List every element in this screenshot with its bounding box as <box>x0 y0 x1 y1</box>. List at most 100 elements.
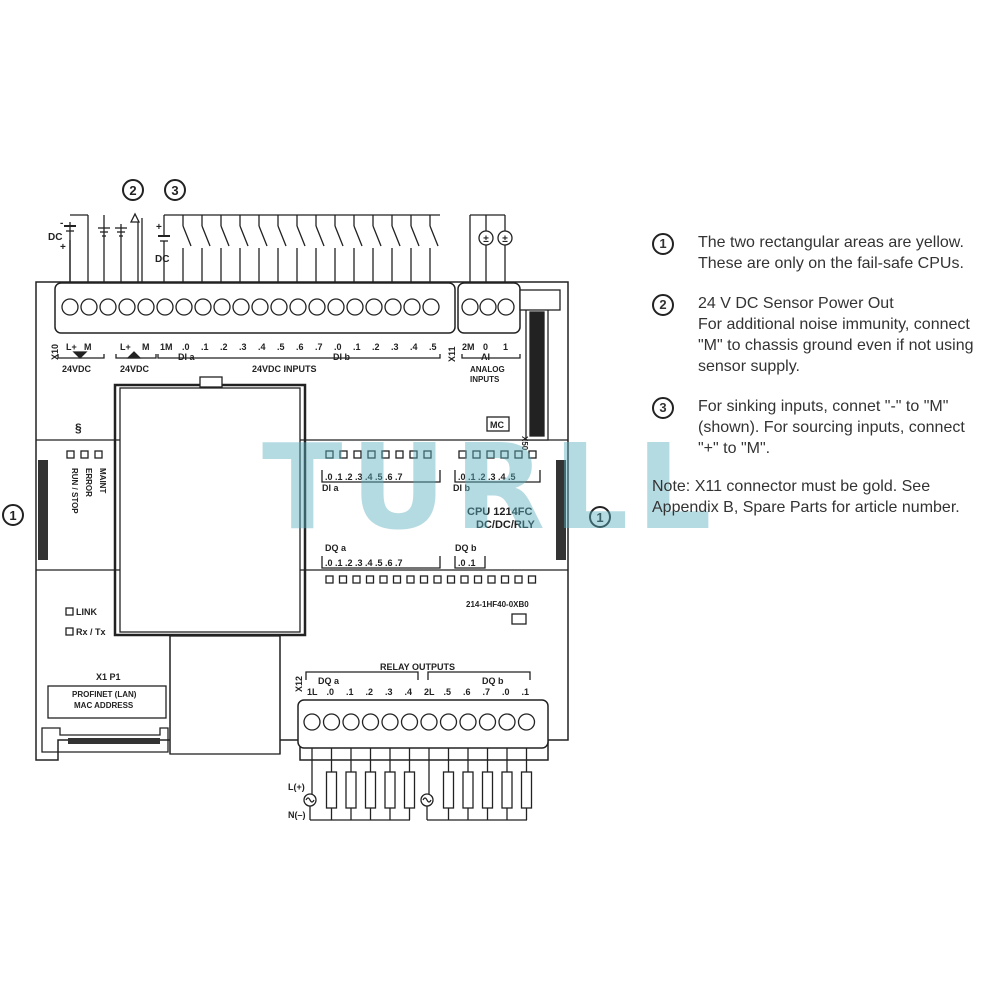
svg-text:DQ a: DQ a <box>325 543 347 553</box>
svg-text:X50: X50 <box>520 436 529 451</box>
svg-text:Rx / Tx: Rx / Tx <box>76 627 106 637</box>
input-switch <box>391 225 401 247</box>
cpu-label: CPU 1214FC DC/DC/RLY <box>467 506 536 531</box>
svg-text:DQ b: DQ b <box>455 543 477 553</box>
svg-text:L(+): L(+) <box>288 782 305 792</box>
svg-text:DQ a: DQ a <box>318 676 340 686</box>
relay-terminal-screw <box>478 713 497 731</box>
dq-led <box>406 575 415 584</box>
svg-text:1: 1 <box>503 342 508 352</box>
di-b-terminal-label: .5 <box>429 342 437 352</box>
svg-text:DC: DC <box>48 232 62 243</box>
relay-terminal-screw <box>303 713 321 731</box>
svg-text:DQ b: DQ b <box>482 676 504 686</box>
di-a-led <box>395 450 404 459</box>
svg-text:ERROR: ERROR <box>84 468 93 497</box>
svg-text:.0 .1 .2 .3 .4 .5 .6 .7: .0 .1 .2 .3 .4 .5 .6 .7 <box>325 558 403 568</box>
dq-led <box>325 575 334 584</box>
load-resistor <box>501 771 513 809</box>
callout-1-left: 1 <box>2 504 24 526</box>
relay-terminal-label: .4 <box>405 687 413 697</box>
svg-text:2M: 2M <box>462 342 475 352</box>
input-switch <box>258 225 268 247</box>
note-number: 2 <box>652 294 674 316</box>
svg-text:ANALOG: ANALOG <box>470 365 505 374</box>
status-leds: RUN / STOP ERROR MAINT § <box>66 421 107 514</box>
relay-terminal-label: 1L <box>307 687 318 697</box>
callout-1-right: 1 <box>589 506 611 528</box>
relay-terminal-screw <box>517 713 536 731</box>
note-text: The two rectangular areas are yellow. Th… <box>698 234 964 272</box>
svg-text:.0 .1: .0 .1 <box>458 558 476 568</box>
relay-terminal-screw <box>361 713 380 731</box>
terminal-screw <box>327 298 345 316</box>
top-terminal-block[interactable] <box>54 282 521 334</box>
di-a-led <box>325 450 334 459</box>
di-a-terminal-label: .4 <box>258 342 266 352</box>
profinet-port[interactable]: X1 P1 PROFINET (LAN) MAC ADDRESS <box>41 672 169 753</box>
relay-terminal-screw <box>459 713 477 731</box>
input-sensor-wiring: + DC <box>155 214 440 283</box>
svg-text:±: ± <box>502 234 508 245</box>
di-a-terminal-label: .0 <box>182 342 190 352</box>
dq-led <box>446 575 456 584</box>
svg-text:1: 1 <box>9 508 16 523</box>
terminal-screw <box>175 298 193 316</box>
input-switch <box>296 225 306 247</box>
svg-text:CPU 1214FC: CPU 1214FC <box>467 506 532 518</box>
input-switch <box>220 225 230 247</box>
svg-text:L+: L+ <box>66 342 77 352</box>
svg-text:214-1HF40-0XB0: 214-1HF40-0XB0 <box>466 600 529 609</box>
relay-outputs-block[interactable]: RELAY OUTPUTS X12 DQ a DQ b 1L.0.1.2.3.4… <box>294 662 549 749</box>
svg-text:24VDC INPUTS: 24VDC INPUTS <box>252 364 317 374</box>
dq-led <box>379 575 388 584</box>
di-b-led <box>528 450 537 459</box>
terminal-screw <box>384 298 402 316</box>
svg-text:X11: X11 <box>447 346 457 362</box>
load-resistor <box>403 771 416 809</box>
svg-text:3: 3 <box>171 183 178 198</box>
relay-terminal-label: .0 <box>327 687 335 697</box>
footnote: Note: X11 connector must be gold. See Ap… <box>652 478 960 516</box>
dc-supply-wiring: DC - + <box>48 212 143 283</box>
svg-text:MAINT: MAINT <box>98 468 107 493</box>
memory-card-slot[interactable] <box>519 289 561 441</box>
terminal-screw <box>61 298 79 316</box>
terminal-screw <box>289 298 307 316</box>
svg-text:DC: DC <box>155 254 169 265</box>
mc-badge: MC X50 <box>486 416 529 451</box>
svg-text:M: M <box>142 342 150 352</box>
di-b-terminal-label: .1 <box>353 342 361 352</box>
relay-terminal-screw <box>439 713 458 731</box>
front-cover[interactable] <box>113 376 307 755</box>
note-3: 3 For sinking inputs, connet "-" to "M" … <box>652 396 997 459</box>
svg-text:RELAY OUTPUTS: RELAY OUTPUTS <box>380 662 455 672</box>
input-switch <box>334 225 344 247</box>
callout-3: 3 <box>164 179 186 201</box>
load-resistor <box>462 771 474 809</box>
terminal-screw <box>156 298 174 316</box>
relay-terminal-label: .6 <box>463 687 471 697</box>
relay-terminal-screw <box>322 713 341 731</box>
terminal-screw <box>308 298 326 316</box>
svg-text:X12: X12 <box>294 676 304 692</box>
relay-terminal-screw <box>381 713 399 731</box>
terminal-screw <box>80 298 98 316</box>
relay-terminal-label: .2 <box>366 687 374 697</box>
load-resistor <box>384 771 396 809</box>
input-switch <box>429 225 439 247</box>
dq-led <box>527 575 537 584</box>
relay-terminal-label: 2L <box>424 687 435 697</box>
svg-text:DI b: DI b <box>453 483 471 493</box>
di-b-terminal-label: .3 <box>391 342 399 352</box>
power-brackets <box>57 351 521 359</box>
di-a-terminal-label: .5 <box>277 342 285 352</box>
terminal-screw <box>270 298 288 316</box>
dq-led <box>352 575 361 584</box>
input-switch <box>410 225 420 247</box>
di-b-terminal-label: .0 <box>334 342 342 352</box>
load-resistor <box>520 771 533 809</box>
input-switch <box>182 225 192 247</box>
di-a-led <box>339 450 348 459</box>
svg-text:X1 P1: X1 P1 <box>96 672 121 682</box>
